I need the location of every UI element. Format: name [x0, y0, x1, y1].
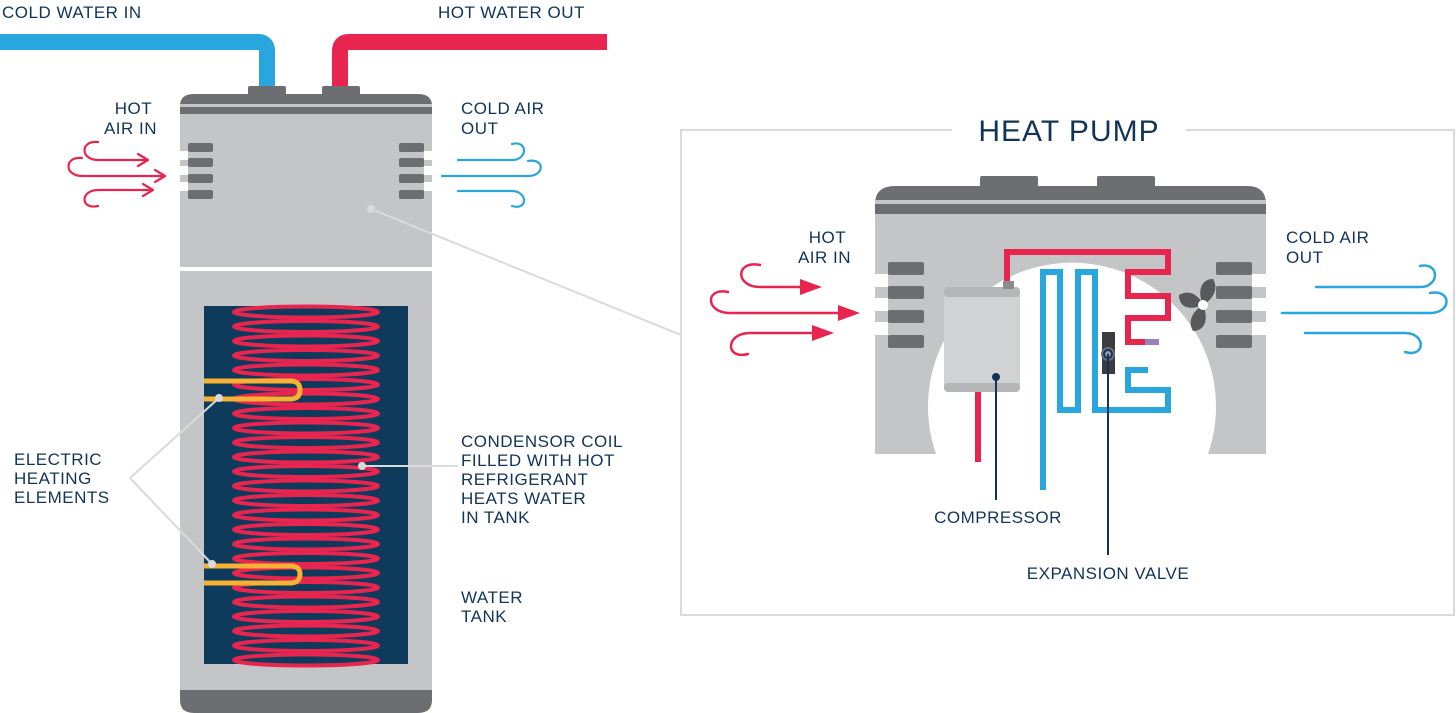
- hp-hot-air-arrows-icon: [709, 263, 850, 357]
- coil-loop: [232, 333, 380, 349]
- coil-loop: [232, 536, 380, 552]
- coil-loop: [232, 377, 380, 392]
- valve-pointer-dot: [1103, 349, 1113, 359]
- coil-loop: [232, 348, 380, 363]
- coil-loop: [232, 638, 380, 653]
- cold-air-waves-icon: [440, 142, 542, 208]
- tank-bottom-cap: [180, 690, 432, 713]
- callout-lines: [129, 208, 682, 565]
- coil-loop: [232, 493, 380, 508]
- compressor: [944, 281, 1020, 392]
- cold-water-pipe: [0, 34, 275, 92]
- callout-dot-element-lower: [208, 560, 216, 568]
- heating-element-lower: [204, 563, 303, 586]
- coil-loop: [232, 507, 380, 523]
- hot-air-arrows-icon: [67, 140, 167, 208]
- heat-pump-title-gap: [952, 122, 1186, 138]
- callout-dot-heat-pump: [367, 205, 375, 213]
- coil-loop: [232, 464, 380, 479]
- condensor-coil: [232, 304, 380, 668]
- heat-pump-panel: HEAT PUMP: [680, 115, 1455, 616]
- water-heater-unit: [180, 86, 432, 713]
- coil-loop: [232, 652, 380, 668]
- hp-top-stripe: [875, 200, 1266, 204]
- coil-loop: [232, 304, 380, 320]
- electric-heating-elements-label: ELECTRIC HEATING ELEMENTS: [14, 450, 110, 507]
- tank-vent-left: [188, 143, 213, 199]
- heat-pump-title: HEAT PUMP: [978, 115, 1159, 148]
- water-tank-label: WATER TANK: [461, 588, 528, 626]
- coil-loop: [232, 319, 380, 334]
- condensor-coil-label: CONDENSOR COIL FILLED WITH HOT REFRIGERA…: [461, 432, 628, 527]
- coil-loop: [232, 565, 380, 581]
- tank-seam: [180, 267, 432, 271]
- coil-loop: [232, 594, 380, 610]
- hp-cold-air-waves-icon: [1280, 264, 1448, 355]
- heating-element-upper: [204, 378, 303, 402]
- cold-water-in-label: COLD WATER IN: [2, 3, 142, 22]
- hot-water-pipe: [332, 34, 607, 92]
- hp-cold-air-out-label: COLD AIR OUT: [1286, 228, 1375, 267]
- expansion-valve-label: EXPANSION VALVE: [1027, 564, 1189, 583]
- hp-connector-left: [980, 176, 1038, 188]
- refrigerant-cold-line: [1040, 269, 1171, 490]
- callout-dot-element-upper: [215, 394, 223, 402]
- coil-loop: [232, 406, 380, 421]
- hp-hot-air-in-label: HOT AIR IN: [798, 228, 851, 267]
- water-pipes: [0, 34, 607, 92]
- coil-loop: [232, 435, 380, 450]
- tank-cold-air-out-label: COLD AIR OUT: [461, 99, 550, 138]
- coil-loop: [232, 580, 380, 595]
- hp-connector-right: [1097, 176, 1155, 188]
- coil-loop: [232, 449, 380, 465]
- fan-icon: [1179, 279, 1216, 331]
- hot-water-out-label: HOT WATER OUT: [438, 3, 585, 22]
- tank-vent-right: [399, 143, 424, 199]
- tank-upper-housing: [180, 114, 432, 267]
- tank-top-stripe: [180, 104, 432, 107]
- coil-loop: [232, 362, 380, 378]
- coil-gradient-joint: [1145, 339, 1159, 345]
- refrigerant-hot-line: [975, 249, 1171, 462]
- coil-loop: [232, 551, 380, 566]
- compressor-pointer-dot: [992, 373, 1000, 381]
- callout-dot-coil: [358, 462, 366, 470]
- coil-loop: [232, 478, 380, 494]
- coil-loop: [232, 623, 380, 639]
- coil-loop: [232, 522, 380, 537]
- hp-vent-right: [1216, 262, 1252, 348]
- tank-hot-air-in-label: HOT AIR IN: [104, 99, 157, 138]
- hp-pointer-lines: [995, 354, 1109, 555]
- coil-loop: [232, 420, 380, 436]
- coil-loop: [232, 609, 380, 624]
- hp-vent-left: [888, 262, 924, 348]
- compressor-label: COMPRESSOR: [934, 508, 1062, 527]
